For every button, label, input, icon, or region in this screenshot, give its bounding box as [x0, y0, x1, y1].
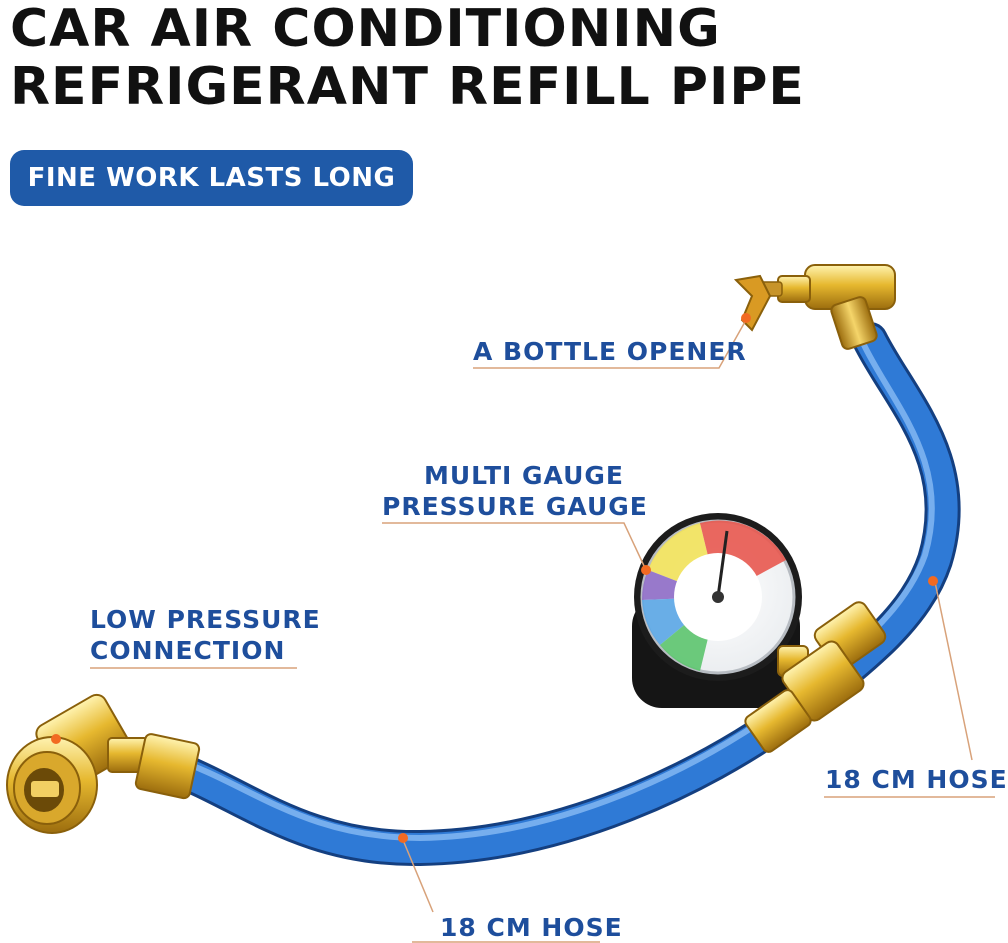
- callout-dot-hose-bottom: [398, 833, 408, 843]
- callout-low-pressure-line-2: CONNECTION: [90, 636, 286, 665]
- pressure-gauge: [632, 513, 809, 708]
- product-title: CAR AIR CONDITIONING REFRIGERANT REFILL …: [10, 0, 805, 116]
- callout-dot-bottle-opener: [741, 313, 751, 323]
- title-line-2: REFRIGERANT REFILL PIPE: [10, 57, 805, 117]
- callout-low-pressure-line-1: LOW PRESSURE: [90, 605, 321, 634]
- title-line-1: CAR AIR CONDITIONING: [10, 0, 721, 59]
- callout-gauge-line-2: PRESSURE GAUGE: [382, 492, 648, 521]
- callout-dot-gauge: [641, 565, 651, 575]
- callout-pressure-gauge: MULTI GAUGE PRESSURE GAUGE: [382, 460, 648, 522]
- callout-dot-low-pressure: [51, 734, 61, 744]
- bottle-opener-valve: [733, 264, 896, 350]
- tee-fitting: [744, 601, 887, 753]
- callout-dot-hose-right: [928, 576, 938, 586]
- callout-hose-bottom: 18 CM HOSE: [440, 913, 623, 942]
- callout-dots: [51, 313, 938, 843]
- callout-low-pressure-connection: LOW PRESSURE CONNECTION: [90, 604, 321, 666]
- low-pressure-coupler: [6, 693, 201, 834]
- slogan-badge: FINE WORK LASTS LONG: [10, 150, 413, 206]
- callout-bottle-opener: A BOTTLE OPENER: [473, 337, 747, 366]
- callout-leaders: [90, 319, 995, 943]
- callout-gauge-line-1: MULTI GAUGE: [423, 461, 624, 490]
- callout-hose-right: 18 CM HOSE: [825, 765, 1008, 794]
